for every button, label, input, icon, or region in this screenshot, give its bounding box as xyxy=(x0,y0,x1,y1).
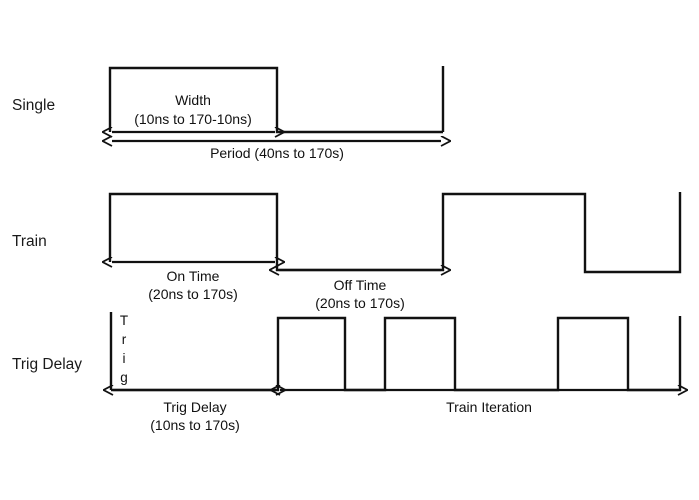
row-trig-delay: Trig Delay T r i g Trig Delay (10ns to 1… xyxy=(12,312,680,433)
single-waveform xyxy=(108,66,443,134)
row-train: Train On Time (20ns to 170s) Off Time (2… xyxy=(12,192,682,311)
trig-delay-range-label: (10ns to 170s) xyxy=(150,417,240,433)
trig-letter-r: r xyxy=(122,332,127,347)
row-label-single: Single xyxy=(12,97,55,114)
trig-delay-waveform xyxy=(111,316,682,392)
row-label-trig-delay: Trig Delay xyxy=(12,356,82,373)
train-waveform xyxy=(108,192,682,274)
row-single: Single Width (10ns to 170-10ns) Period (… xyxy=(12,66,443,161)
off-time-label: Off Time xyxy=(334,277,387,293)
period-label: Period (40ns to 170s) xyxy=(210,145,344,161)
on-time-range-label: (20ns to 170s) xyxy=(148,286,238,302)
trig-letter-t: T xyxy=(120,313,128,328)
trig-letter-g: g xyxy=(120,370,128,385)
train-iteration-label: Train Iteration xyxy=(446,399,532,415)
trig-delay-dim-label: Trig Delay xyxy=(163,399,226,415)
on-time-label: On Time xyxy=(167,268,220,284)
off-time-range-label: (20ns to 170s) xyxy=(315,295,405,311)
trig-letter-i: i xyxy=(123,351,126,366)
width-range-label: (10ns to 170-10ns) xyxy=(134,111,252,127)
row-label-train: Train xyxy=(12,233,47,250)
width-label: Width xyxy=(175,92,211,108)
